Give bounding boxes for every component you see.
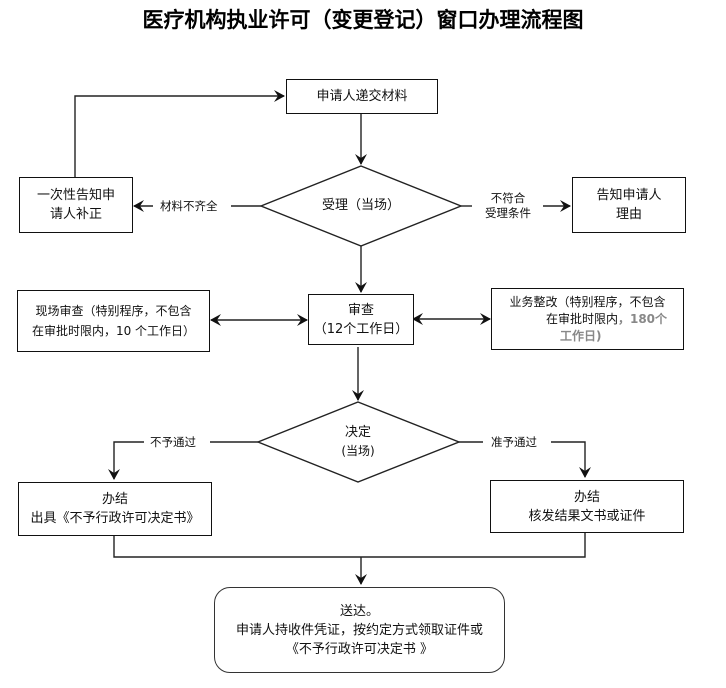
edge-label-not-eligible-line2: 受理条件 <box>485 206 531 220</box>
notify-reason-line2: 理由 <box>615 207 642 222</box>
submit-materials-label: 申请人递交材料 <box>316 89 408 104</box>
reject-complete-line1: 办结 <box>101 492 128 507</box>
final-decision-label: 决定 (当场) <box>308 423 408 461</box>
edge-merge-to-deliver <box>113 531 586 558</box>
deliver-line1: 送达。 <box>339 603 379 619</box>
onsite-review-line2: 在审批时限内，10 个工作日） <box>31 324 196 338</box>
rectify-line3: 工作日) <box>560 328 602 343</box>
notify-correction-line1: 一次性告知申 <box>36 188 115 203</box>
deliver-node: 送达。 申请人持收件凭证，按约定方式领取证件或 《不予行政许可决定书 》 <box>214 587 505 673</box>
rectify-line1: 业务整改（特别程序，不包含 <box>509 294 666 309</box>
edge-label-incomplete: 材料不齐全 <box>160 199 218 214</box>
notify-reason-node: 告知申请人 理由 <box>572 177 686 233</box>
edge-label-reject: 不予通过 <box>150 435 196 450</box>
final-decision-line2: (当场) <box>341 444 375 458</box>
rectify-line2b: ，180个 <box>617 311 668 326</box>
rectify-node: 业务整改（特别程序，不包含 在审批时限内，180个 工作日) <box>491 288 684 350</box>
review-line2: （12个工作日） <box>313 321 409 337</box>
accept-decision-label: 受理（当场） <box>321 198 400 213</box>
notify-reason-line1: 告知申请人 <box>596 188 662 203</box>
submit-materials-node: 申请人递交材料 <box>286 79 438 114</box>
notify-correction-line2: 请人补正 <box>49 207 102 222</box>
onsite-review-line1: 现场审查（特别程序，不包含 <box>35 304 192 318</box>
rectify-line2a: 在审批时限内 <box>545 311 618 326</box>
edge-label-not-eligible: 不符合 受理条件 <box>478 191 538 221</box>
onsite-review-node: 现场审查（特别程序，不包含 在审批时限内，10 个工作日） <box>17 290 210 352</box>
edge-label-not-eligible-line1: 不符合 <box>490 191 526 205</box>
edge-correction-to-submit <box>74 90 285 178</box>
notify-correction-node: 一次性告知申 请人补正 <box>19 177 133 233</box>
deliver-line2: 申请人持收件凭证，按约定方式领取证件或 <box>235 622 483 638</box>
review-line1: 审查 <box>347 302 374 318</box>
reject-complete-line2: 出具《不予行政许可决定书》 <box>30 511 200 526</box>
page-title: 医疗机构执业许可（变更登记）窗口办理流程图 <box>142 7 584 32</box>
deliver-line3: 《不予行政许可决定书 》 <box>285 641 434 657</box>
edge-label-approve: 准予通过 <box>491 435 537 450</box>
reject-complete-node: 办结 出具《不予行政许可决定书》 <box>18 482 212 536</box>
approve-complete-node: 办结 核发结果文书或证件 <box>490 480 684 533</box>
final-decision-line1: 决定 <box>344 425 371 440</box>
final-decision-shape <box>256 401 461 483</box>
approve-complete-line1: 办结 <box>573 489 600 505</box>
review-node: 审查 （12个工作日） <box>308 294 414 345</box>
approve-complete-line2: 核发结果文书或证件 <box>528 508 646 524</box>
